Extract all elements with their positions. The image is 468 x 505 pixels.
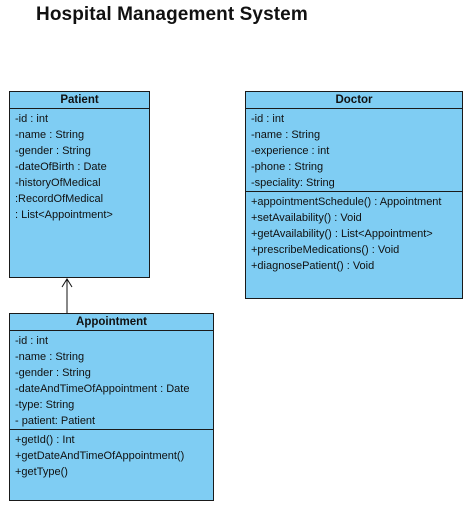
- class-name-doctor: Doctor: [246, 92, 462, 109]
- attributes-doctor: -id : int -name : String -experience : i…: [246, 109, 462, 192]
- class-patient[interactable]: Patient -id : int -name : String -gender…: [9, 91, 150, 278]
- class-name-appointment: Appointment: [10, 314, 213, 331]
- attribute: -experience : int: [251, 145, 330, 157]
- diagram-title: Hospital Management System: [36, 4, 308, 25]
- method: +diagnosePatient() : Void: [251, 260, 375, 272]
- attributes-patient: -id : int -name : String -gender : Strin…: [10, 109, 149, 223]
- method: +getType(): [15, 466, 68, 478]
- methods-appointment: +getId() : Int +getDateAndTimeOfAppointm…: [10, 430, 213, 480]
- attribute: -id : int: [251, 113, 285, 125]
- attribute: -gender : String: [15, 145, 91, 157]
- attribute: -dateOfBirth : Date: [15, 161, 107, 173]
- methods-doctor: +appointmentSchedule() : Appointment +se…: [246, 192, 462, 274]
- attribute: -id : int: [15, 113, 49, 125]
- method: +getDateAndTimeOfAppointment(): [15, 450, 185, 462]
- attribute: -gender : String: [15, 367, 91, 379]
- class-name-patient: Patient: [10, 92, 149, 109]
- attribute: -name : String: [15, 129, 85, 141]
- method: +prescribeMedications() : Void: [251, 244, 400, 256]
- attribute: -id : int: [15, 335, 49, 347]
- attribute: -dateAndTimeOfAppointment : Date: [15, 383, 190, 395]
- attributes-appointment: -id : int -name : String -gender : Strin…: [10, 331, 213, 430]
- attribute: :RecordOfMedical: [15, 193, 104, 205]
- attribute: -historyOfMedical: [15, 177, 101, 189]
- attribute: -name : String: [15, 351, 85, 363]
- method: +getId() : Int: [15, 434, 75, 446]
- attribute: -phone : String: [251, 161, 324, 173]
- open-arrow-head: [61, 278, 73, 288]
- class-appointment[interactable]: Appointment -id : int -name : String -ge…: [9, 313, 214, 501]
- attribute: -name : String: [251, 129, 321, 141]
- attribute: -speciality: String: [251, 177, 335, 189]
- class-doctor[interactable]: Doctor -id : int -name : String -experie…: [245, 91, 463, 299]
- method: +getAvailability() : List<Appointment>: [251, 228, 433, 240]
- method: +appointmentSchedule() : Appointment: [251, 196, 442, 208]
- method: +setAvailability() : Void: [251, 212, 362, 224]
- attribute: -type: String: [15, 399, 75, 411]
- attribute: - patient: Patient: [15, 415, 96, 427]
- attribute: : List<Appointment>: [15, 209, 113, 221]
